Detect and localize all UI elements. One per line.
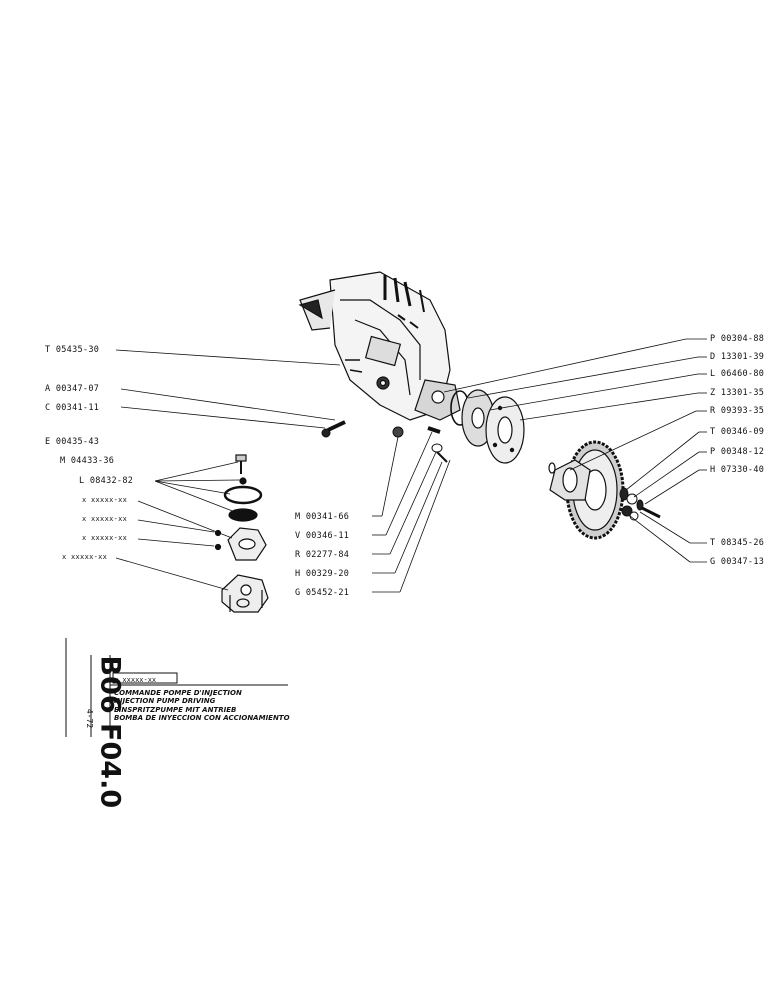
part-label: G 05452-21 bbox=[295, 588, 350, 598]
part-label: P 00348-12 bbox=[710, 447, 765, 457]
document-date: 4-72 bbox=[85, 708, 95, 729]
part-label: x xxxxx-xx bbox=[82, 496, 128, 504]
part-label: M 00341-66 bbox=[295, 512, 350, 522]
part-label: H 00329-20 bbox=[295, 569, 350, 579]
part-label: R 09393-35 bbox=[710, 406, 765, 416]
part-label: V 00346-11 bbox=[295, 531, 350, 541]
gear-fasteners bbox=[619, 487, 661, 521]
part-label: x xxxxx-xx bbox=[82, 534, 128, 542]
part-label: M 04433-36 bbox=[60, 456, 115, 466]
part-label: L 08432-82 bbox=[79, 476, 134, 486]
title-de: EINSPRITZPUMPE MIT ANTRIEB bbox=[114, 705, 237, 714]
leader-lines bbox=[115, 338, 707, 593]
flange-parts bbox=[450, 389, 525, 464]
part-label: L 06460-80 bbox=[710, 369, 765, 379]
part-label: D 13301-39 bbox=[710, 352, 765, 362]
part-label: R 02277-84 bbox=[295, 550, 350, 560]
title-block-frame bbox=[65, 638, 288, 737]
injection-pump-drawing bbox=[298, 271, 461, 421]
title-fr: COMMANDE POMPE D'INJECTION bbox=[114, 689, 242, 697]
part-label: Z 13301-35 bbox=[710, 388, 765, 398]
document-titles: COMMANDE POMPE D'INJECTION INJECTION PUM… bbox=[114, 689, 290, 722]
part-label: C 00341-11 bbox=[45, 403, 100, 413]
title-en: INJECTION PUMP DRIVING bbox=[114, 697, 216, 706]
part-label: x xxxxx-xx bbox=[62, 553, 108, 561]
part-label: E 00435-43 bbox=[45, 437, 100, 447]
pump-studs bbox=[321, 420, 448, 463]
title-es: BOMBA DE INYECCION CON ACCIONAMIENTO bbox=[114, 713, 290, 722]
part-label: G 00347-13 bbox=[710, 557, 765, 567]
part-label: T 00346-09 bbox=[710, 427, 765, 437]
part-label: A 00347-07 bbox=[45, 384, 100, 394]
part-label: T 08345-26 bbox=[710, 538, 765, 548]
part-label: P 00304-88 bbox=[710, 334, 765, 344]
part-label: T 05435-30 bbox=[45, 345, 100, 355]
part-label: x xxxxx-xx bbox=[82, 515, 128, 523]
part-label: H 07330-40 bbox=[710, 465, 765, 475]
drive-gear bbox=[548, 440, 625, 540]
cover-assembly bbox=[214, 454, 269, 613]
reference-number: x xxxxx-xx bbox=[114, 676, 157, 684]
